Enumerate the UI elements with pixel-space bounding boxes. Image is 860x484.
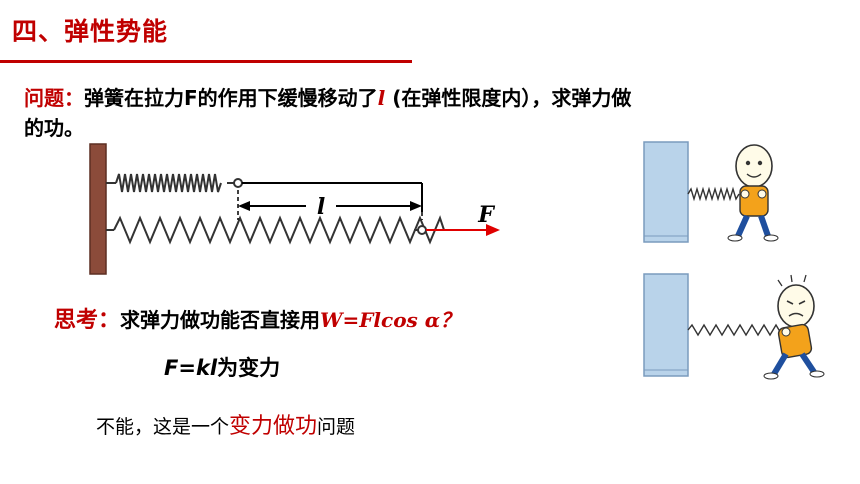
think-question-mark: ？	[440, 308, 461, 332]
stretched-spring-icon	[106, 215, 445, 245]
distance-label: l	[317, 194, 325, 220]
think-text: 求弹力做功能否直接用	[120, 308, 321, 332]
question-label: 问题：	[24, 86, 84, 110]
force-relation: F=kl为变力	[164, 352, 280, 382]
force-label: F	[477, 202, 495, 228]
wall-bracket-icon	[89, 143, 107, 275]
spring-diagram: l F	[89, 143, 500, 275]
cartoon-panel-stretched	[643, 273, 825, 380]
force-relation-suffix: 为变力	[217, 356, 281, 380]
force-arrow	[426, 224, 500, 236]
wall-icon	[643, 273, 689, 377]
answer-prefix: 不能，这是一个	[96, 416, 230, 438]
cartoon-person-icon	[727, 144, 779, 242]
title-underline	[0, 60, 412, 63]
answer-text: 不能，这是一个变力做功问题	[96, 408, 355, 440]
answer-suffix: 问题	[317, 416, 356, 438]
cartoon-person-straining-icon	[763, 274, 825, 380]
question-l-symbol: l	[377, 86, 386, 110]
force-relation-prefix: F=k	[164, 356, 210, 380]
question-text-line2: 的功。	[24, 116, 84, 140]
spring-icon	[106, 173, 243, 193]
work-formula: W=Flcos α	[320, 308, 441, 332]
wall-icon	[643, 141, 689, 243]
question-body-part2: (在弹性限度内），求弹力做	[385, 86, 632, 110]
spring-icon	[687, 323, 787, 337]
page-title: 四、弹性势能	[12, 17, 169, 46]
spring-icon	[687, 186, 740, 202]
distance-arrow	[238, 201, 422, 211]
think-prompt: 思考：求弹力做功能否直接用W=Flcos α？	[54, 302, 460, 334]
answer-emphasis: 变力做功	[229, 414, 318, 439]
question-text: 问题：弹簧在拉力F的作用下缓慢移动了l (在弹性限度内），求弹力做	[24, 82, 631, 111]
force-relation-var: l	[209, 356, 218, 380]
cartoon-panel-relaxed	[643, 141, 779, 243]
question-body-part1: 弹簧在拉力F的作用下缓慢移动了	[84, 86, 378, 110]
think-label: 思考：	[54, 308, 121, 333]
